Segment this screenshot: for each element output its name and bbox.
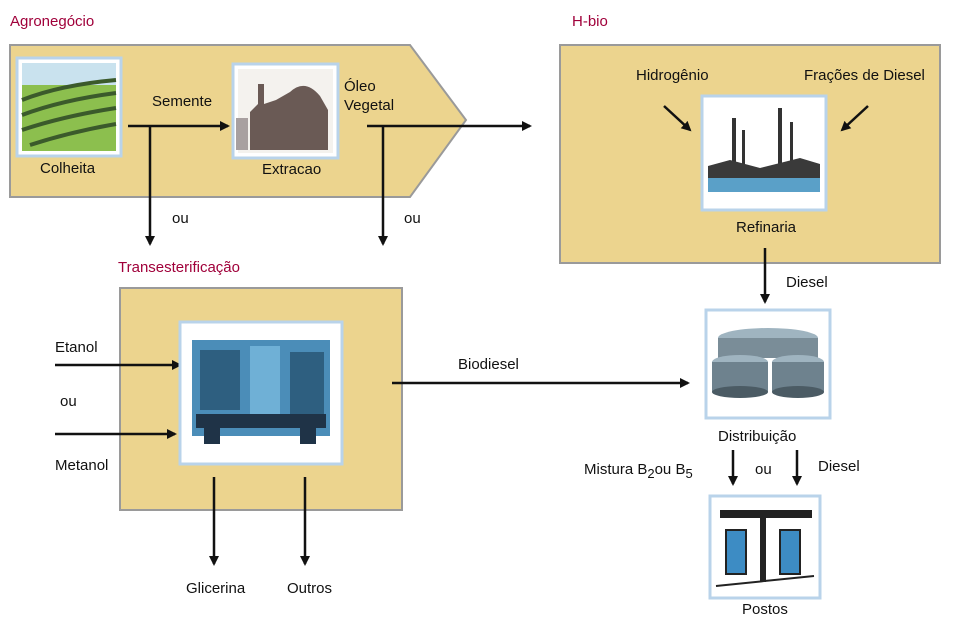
oleo-label-line1: Óleo: [344, 78, 376, 95]
ou-label-right: ou: [404, 210, 421, 227]
ou-label-transes: ou: [60, 393, 77, 410]
ou-label-left: ou: [172, 210, 189, 227]
colheita-image: [15, 56, 123, 158]
glicerina-label: Glicerina: [186, 580, 246, 597]
hbio-title: H-bio: [572, 13, 608, 30]
distribuicao-label: Distribuição: [718, 428, 797, 445]
oleo-label-line2: Vegetal: [344, 97, 395, 114]
diesel-label-postos: Diesel: [818, 458, 860, 475]
biodiesel-label: Biodiesel: [458, 356, 519, 373]
hidrogenio-label: Hidrogênio: [636, 67, 709, 84]
semente-label: Semente: [152, 93, 213, 110]
fracoes-diesel-label: Frações de Diesel: [804, 67, 925, 84]
arrow-hidrogenio: [663, 105, 692, 132]
extracao-label: Extracao: [262, 161, 322, 178]
extracao-image: [231, 62, 340, 160]
postos-label: Postos: [742, 601, 788, 618]
arrow-fracoes: [840, 105, 869, 132]
diesel-label-top: Diesel: [786, 274, 828, 291]
etanol-label: Etanol: [55, 339, 98, 356]
postos-image: [708, 494, 822, 600]
metanol-label: Metanol: [55, 457, 109, 474]
outros-label: Outros: [287, 580, 333, 597]
distribuicao-image: [704, 308, 832, 420]
agronegocio-title: Agronegócio: [10, 13, 95, 30]
refinaria-image: [700, 94, 828, 212]
ou-label-postos: ou: [755, 461, 772, 478]
transesterificacao-image: [178, 320, 344, 466]
colheita-label: Colheita: [40, 160, 96, 177]
refinaria-label: Refinaria: [736, 219, 797, 236]
transesterificacao-title: Transesterificação: [118, 259, 240, 276]
mistura-label: Mistura B2ou B5: [584, 461, 693, 481]
